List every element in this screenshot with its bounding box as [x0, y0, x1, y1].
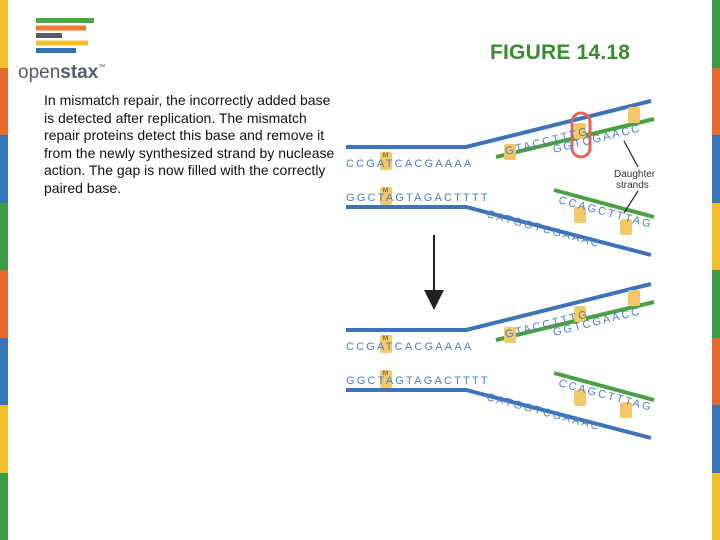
before-top-parent-bases: CCGATCACGAAAA — [346, 158, 473, 170]
after-bottom-pair-highlight-2 — [620, 402, 632, 418]
mismatch-repair-protein — [570, 111, 592, 159]
before-top-methyl-highlight — [380, 152, 392, 170]
before-bottom-parent-strand — [346, 205, 652, 257]
after-top-parent-bases: CCGATCACGAAAA — [346, 341, 473, 353]
edge-left-segment — [0, 472, 8, 540]
daughter-strands-label-line2: strands — [616, 180, 649, 191]
edge-left-segment — [0, 135, 8, 203]
edge-left-segment — [0, 405, 8, 473]
edge-right-segment — [712, 270, 720, 338]
mismatch-repair-diagram: CCGATCACGAAAA GTACCTTTG GGTCGAACC M GGCT… — [346, 99, 656, 440]
figure-caption: In mismatch repair, the incorrectly adde… — [44, 92, 335, 196]
before-bottom-methyl-highlight — [380, 187, 392, 205]
daughter-strands-label-line1: Daughter — [614, 169, 656, 180]
daughter-strand-pointer-upper — [623, 140, 639, 168]
edge-left-segment — [0, 337, 8, 405]
edge-left-segment — [0, 0, 8, 68]
logo-wordmark: openstax™ — [18, 62, 105, 83]
before-bottom-pair-highlight-2 — [620, 219, 632, 235]
edge-right-segment — [712, 67, 720, 135]
after-bottom-methyl-highlight — [380, 370, 392, 388]
before-top-pair-highlight-2 — [628, 107, 640, 123]
after-top-corrected-highlight — [504, 327, 516, 343]
right-color-edge — [712, 0, 720, 540]
edge-left-segment — [0, 202, 8, 270]
before-bottom-daughter-strand — [553, 188, 655, 219]
logo-bar — [36, 25, 86, 31]
after-top-methyl-mark: M — [383, 336, 388, 342]
edge-right-segment — [712, 337, 720, 405]
edge-right-segment — [712, 472, 720, 540]
before-bottom-methyl-mark: M — [383, 188, 388, 194]
after-top-pair-highlight-2 — [628, 290, 640, 306]
openstax-logo: openstax™ — [16, 14, 126, 84]
edge-left-segment — [0, 67, 8, 135]
after-panel: CCGATCACGAAAA GTACCTTTG GGTCGAACC M GGCT… — [346, 282, 655, 440]
after-bottom-pair-highlight — [574, 390, 586, 406]
logo-bar — [36, 48, 76, 53]
after-bottom-daughter-strand — [553, 371, 655, 402]
logo-bar — [36, 33, 62, 38]
after-bottom-parent-bases: GGCTAGTAGACTTTT — [346, 375, 490, 387]
edge-right-segment — [712, 0, 720, 68]
before-bottom-parent-bases: GGCTAGTAGACTTTT — [346, 192, 490, 204]
before-panel: CCGATCACGAAAA GTACCTTTG GGTCGAACC M GGCT… — [346, 99, 656, 257]
after-top-parent-strand — [346, 282, 652, 332]
after-bottom-methyl-mark: M — [383, 371, 388, 377]
edge-right-segment — [712, 202, 720, 270]
before-bottom-pair-highlight — [574, 207, 586, 223]
figure-title: FIGURE 14.18 — [490, 41, 631, 64]
left-color-edge — [0, 0, 8, 540]
edge-right-segment — [712, 135, 720, 203]
daughter-strand-pointer-lower — [623, 190, 639, 214]
before-top-methyl-mark: M — [383, 153, 388, 159]
before-top-pair-highlight — [574, 123, 586, 139]
edge-left-segment — [0, 270, 8, 338]
after-top-methyl-highlight — [380, 335, 392, 353]
after-bottom-parent-strand — [346, 388, 652, 440]
logo-bar — [36, 40, 88, 46]
before-top-mismatch-highlight — [504, 144, 516, 160]
after-top-pair-highlight — [574, 306, 586, 322]
logo-bar — [36, 18, 94, 23]
edge-right-segment — [712, 405, 720, 473]
